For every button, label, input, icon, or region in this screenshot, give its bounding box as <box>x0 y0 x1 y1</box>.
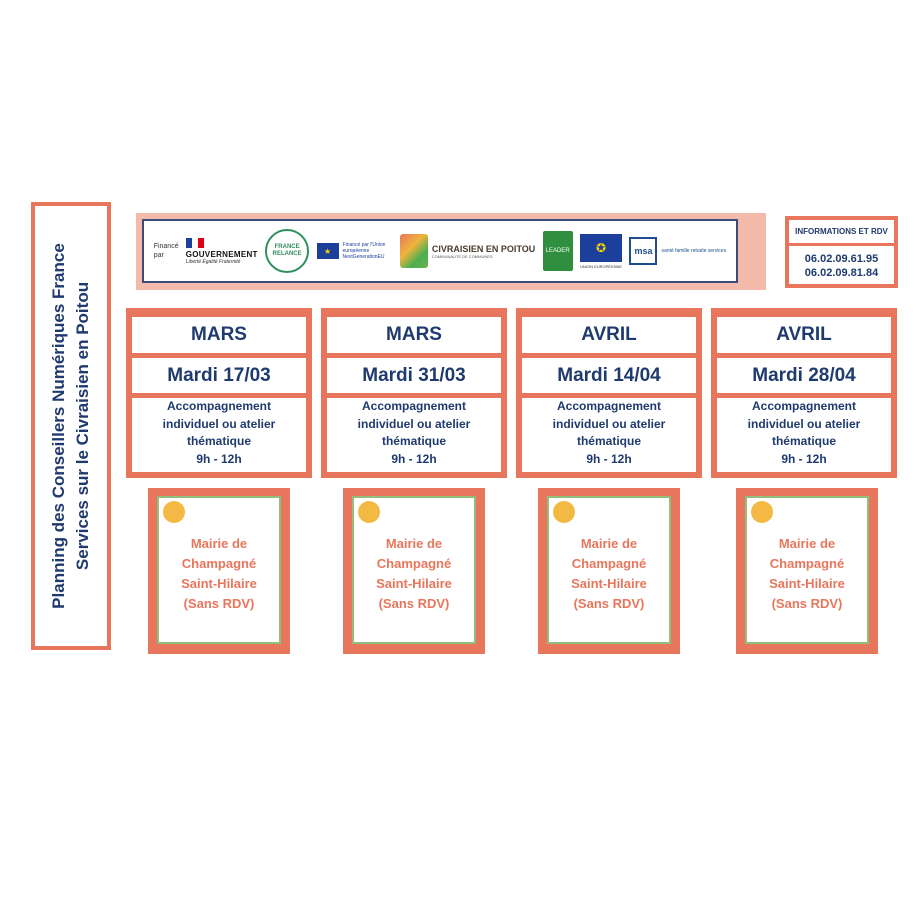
dot-icon <box>751 501 773 523</box>
session-hours: 9h - 12h <box>781 451 827 466</box>
session-hours: 9h - 12h <box>391 451 437 466</box>
desc-line: Accompagnement <box>751 399 857 413</box>
desc-line: individuel ou atelier <box>162 416 276 431</box>
location-note: (Sans RDV) <box>378 596 450 611</box>
page-title-panel: Planning des Conseillers Numériques Fran… <box>31 202 111 650</box>
location-line: Saint-Hilaire <box>181 576 257 591</box>
sponsor-logos: Financé par GOUVERNEMENT Liberté Égalité… <box>142 219 738 283</box>
desc-line: Accompagnement <box>556 399 662 413</box>
location-text: Mairie de Champagné Saint-Hilaire (Sans … <box>354 534 474 614</box>
location-line: Champagné <box>376 556 452 571</box>
location-card: Mairie de Champagné Saint-Hilaire (Sans … <box>538 488 680 654</box>
desc-line: individuel ou atelier <box>357 416 471 431</box>
eu-flag-icon: ★ <box>316 243 339 259</box>
location-line: Champagné <box>571 556 647 571</box>
civraisien-sub-label: COMMUNAUTÉ DE COMMUNES <box>431 253 493 259</box>
dot-icon <box>358 501 380 523</box>
eu-flag-icon: ✪ <box>580 233 623 262</box>
page-title: Planning des Conseillers Numériques Fran… <box>47 206 95 646</box>
location-text: Mairie de Champagné Saint-Hilaire (Sans … <box>159 534 279 614</box>
desc-line: thématique <box>381 434 446 448</box>
msa-label: santé famille retraite services <box>661 248 727 254</box>
finance-par-label: Financé par <box>153 243 179 259</box>
page-title-line2: Services sur le Civraisien en Poitou <box>73 281 92 571</box>
gouvernement-logo: Financé par GOUVERNEMENT Liberté Égalité… <box>153 237 258 265</box>
session-description: Accompagnement individuel ou atelier thé… <box>132 398 306 472</box>
session-date: Mardi 17/03 <box>132 358 306 393</box>
desc-line: individuel ou atelier <box>747 416 861 431</box>
session-date: Mardi 31/03 <box>327 358 501 393</box>
location-line: Saint-Hilaire <box>769 576 845 591</box>
session-date: Mardi 14/04 <box>522 358 696 393</box>
location-text: Mairie de Champagné Saint-Hilaire (Sans … <box>747 534 867 614</box>
page-title-line1: Planning des Conseillers Numériques Fran… <box>49 243 68 609</box>
location-text: Mairie de Champagné Saint-Hilaire (Sans … <box>549 534 669 614</box>
eu-funded-label: Financé par l'Union européenne NextGener… <box>342 242 386 260</box>
gouvernement-label: GOUVERNEMENT <box>185 249 258 259</box>
location-line: Champagné <box>769 556 845 571</box>
leader-logo: LEADER <box>542 231 573 271</box>
location-line: Mairie de <box>580 536 638 551</box>
eu-flag-caption: UNION EUROPÉENNE <box>580 263 623 269</box>
location-line: Mairie de <box>190 536 248 551</box>
tree-icon <box>399 234 428 268</box>
phone-number: 06.02.09.61.95 <box>804 253 879 265</box>
location-line: Saint-Hilaire <box>571 576 647 591</box>
session-column: AVRIL Mardi 14/04 Accompagnement individ… <box>516 308 702 478</box>
session-date: Mardi 28/04 <box>717 358 891 393</box>
desc-line: thématique <box>186 434 251 448</box>
session-month: AVRIL <box>717 317 891 353</box>
session-hours: 9h - 12h <box>196 451 242 466</box>
location-card: Mairie de Champagné Saint-Hilaire (Sans … <box>148 488 290 654</box>
session-description: Accompagnement individuel ou atelier thé… <box>717 398 891 472</box>
session-description: Accompagnement individuel ou atelier thé… <box>522 398 696 472</box>
location-card: Mairie de Champagné Saint-Hilaire (Sans … <box>343 488 485 654</box>
desc-line: Accompagnement <box>166 399 272 413</box>
sponsor-logo-band: Financé par GOUVERNEMENT Liberté Égalité… <box>136 213 766 290</box>
dot-icon <box>553 501 575 523</box>
desc-line: Accompagnement <box>361 399 467 413</box>
location-note: (Sans RDV) <box>771 596 843 611</box>
location-line: Champagné <box>181 556 257 571</box>
french-flag-icon <box>185 237 204 248</box>
session-column: MARS Mardi 17/03 Accompagnement individu… <box>126 308 312 478</box>
session-column: AVRIL Mardi 28/04 Accompagnement individ… <box>711 308 897 478</box>
session-hours: 9h - 12h <box>586 451 632 466</box>
desc-line: individuel ou atelier <box>552 416 666 431</box>
civraisien-label: CIVRAISIEN EN POITOU <box>431 243 536 254</box>
location-card: Mairie de Champagné Saint-Hilaire (Sans … <box>736 488 878 654</box>
info-header: INFORMATIONS ET RDV <box>789 220 894 246</box>
location-note: (Sans RDV) <box>183 596 255 611</box>
session-description: Accompagnement individuel ou atelier thé… <box>327 398 501 472</box>
msa-icon: msa <box>629 237 658 265</box>
session-month: AVRIL <box>522 317 696 353</box>
location-note: (Sans RDV) <box>573 596 645 611</box>
civraisien-logo: CIVRAISIEN EN POITOU COMMUNAUTÉ DE COMMU… <box>399 234 536 268</box>
info-rdv-box: INFORMATIONS ET RDV 06.02.09.61.95 06.02… <box>785 216 898 288</box>
location-line: Mairie de <box>778 536 836 551</box>
location-line: Saint-Hilaire <box>376 576 452 591</box>
desc-line: thématique <box>576 434 641 448</box>
phone-number: 06.02.09.81.84 <box>804 267 879 279</box>
gouvernement-motto: Liberté Égalité Fraternité <box>185 258 241 265</box>
eu-funded-logo: ★ Financé par l'Union européenne NextGen… <box>316 242 393 260</box>
session-month: MARS <box>327 317 501 353</box>
session-column: MARS Mardi 31/03 Accompagnement individu… <box>321 308 507 478</box>
france-relance-logo: FRANCE RELANCE <box>265 229 310 273</box>
msa-logo: msa santé famille retraite services <box>629 237 726 265</box>
location-line: Mairie de <box>385 536 443 551</box>
desc-line: thématique <box>771 434 836 448</box>
session-month: MARS <box>132 317 306 353</box>
union-europeenne-logo: ✪ UNION EUROPÉENNE <box>580 233 623 269</box>
dot-icon <box>163 501 185 523</box>
